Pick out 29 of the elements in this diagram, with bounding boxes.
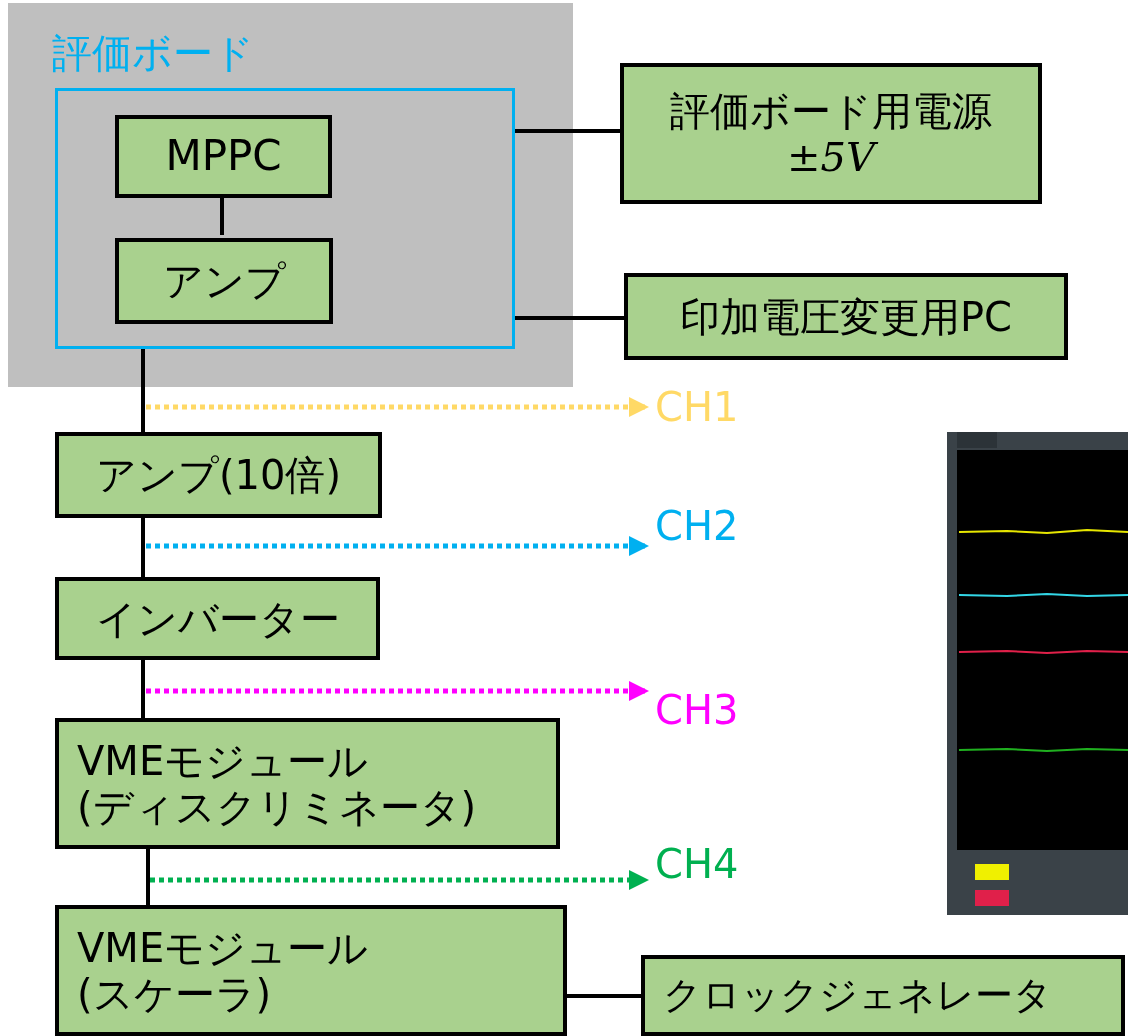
process-box: 印加電圧変更用PC [624, 273, 1068, 360]
connector-line [567, 994, 641, 998]
connector-line [141, 349, 145, 432]
connector-line [141, 518, 145, 577]
process-box: VMEモジュール (スケーラ) [55, 905, 567, 1036]
arrow [146, 681, 649, 701]
process-box: インバーター [55, 577, 380, 660]
connector-line [515, 129, 620, 133]
arrow [146, 397, 649, 417]
process-box: MPPC [115, 115, 332, 198]
process-box: アンプ [115, 238, 333, 324]
connector-line [220, 195, 224, 235]
board-outline [55, 88, 515, 349]
box-title: 評価ボード用電源 [669, 87, 993, 134]
process-box: VMEモジュール (ディスクリミネータ) [55, 718, 560, 849]
arrow [146, 536, 649, 556]
board-area [8, 3, 573, 387]
group-title: 評価ボード [52, 31, 254, 75]
channel-label: CH1 [655, 381, 765, 433]
channel-label: CH2 [655, 500, 765, 552]
channel-label: CH3 [655, 684, 765, 736]
connector-line [146, 849, 150, 905]
channel-label: CH4 [655, 838, 765, 890]
process-box [620, 63, 1042, 204]
arrow [150, 870, 649, 890]
connector-line [515, 316, 624, 320]
process-box: クロックジェネレータ [641, 955, 1125, 1036]
connector-line [141, 660, 145, 718]
process-box: アンプ(10倍) [55, 432, 382, 518]
